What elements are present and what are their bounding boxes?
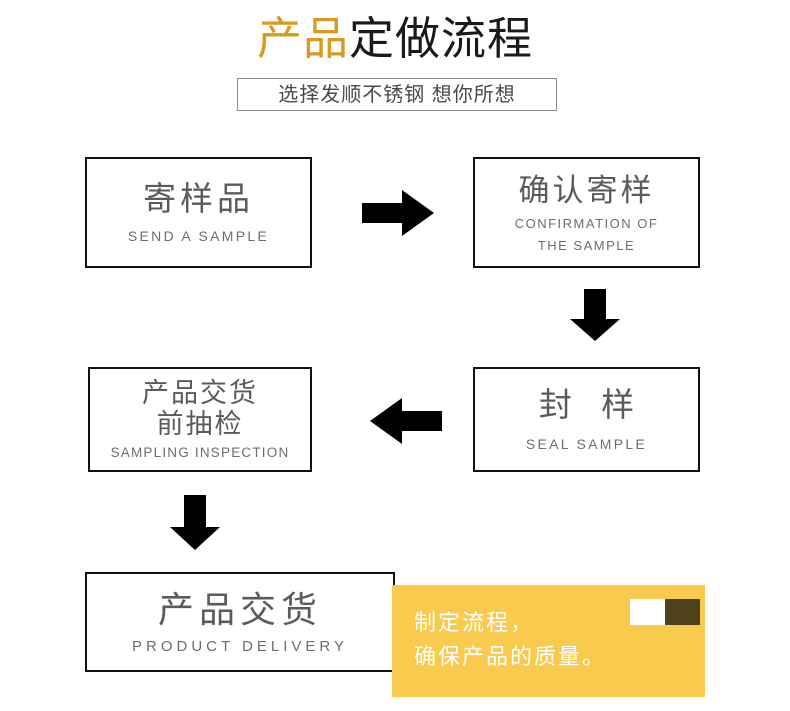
arrow-down-icon [570,289,620,341]
arrow-down-icon [170,495,220,550]
flow-step-seal-sample-en: SEAL SAMPLE [525,436,648,452]
flow-step-confirm-sample: 确认寄样 CONFIRMATION OF THE SAMPLE [473,157,700,268]
callout-panel: 制定流程， 确保产品的质量。 [392,585,705,697]
flow-step-send-sample-en: SEND A SAMPLE [127,228,270,244]
flow-step-product-delivery-en: PRODUCT DELIVERY [132,637,348,655]
flow-step-confirm-sample-en-line2: THE SAMPLE [537,237,636,253]
callout-line-1: 制定流程， [414,610,535,635]
flow-step-sampling-inspection-cn-line2: 前抽检 [156,408,244,439]
swatch-light [630,599,665,625]
swatch-dark [665,599,700,625]
flow-step-sampling-inspection: 产品交货 前抽检 SAMPLING INSPECTION [88,367,312,472]
callout-text: 制定流程， 确保产品的质量。 [414,606,606,674]
flow-step-send-sample-cn: 寄样品 [143,180,254,217]
flow-step-seal-sample-cn: 封 样 [538,386,645,423]
subtitle-box: 选择发顺不锈钢 想你所想 [237,78,557,111]
flow-step-product-delivery: 产品交货 PRODUCT DELIVERY [85,572,395,672]
subtitle-text: 选择发顺不锈钢 想你所想 [278,83,516,106]
callout-swatch-group [630,599,700,625]
flow-step-sampling-inspection-en: SAMPLING INSPECTION [110,444,290,460]
flow-step-sampling-inspection-cn-line1: 产品交货 [142,377,258,408]
page-title: 产品定做流程 [0,11,790,67]
page-title-highlight: 产品 [256,13,349,64]
flow-step-confirm-sample-en-line1: CONFIRMATION OF [514,215,659,231]
callout-line-2: 确保产品的质量。 [414,644,607,669]
flow-step-seal-sample: 封 样 SEAL SAMPLE [473,367,700,472]
arrow-right-icon [362,190,434,236]
flow-step-send-sample: 寄样品 SEND A SAMPLE [85,157,312,268]
flow-step-confirm-sample-cn: 确认寄样 [518,172,655,208]
page-title-rest: 定做流程 [349,13,534,64]
arrow-left-icon [370,398,442,444]
flow-step-product-delivery-cn: 产品交货 [157,588,322,630]
